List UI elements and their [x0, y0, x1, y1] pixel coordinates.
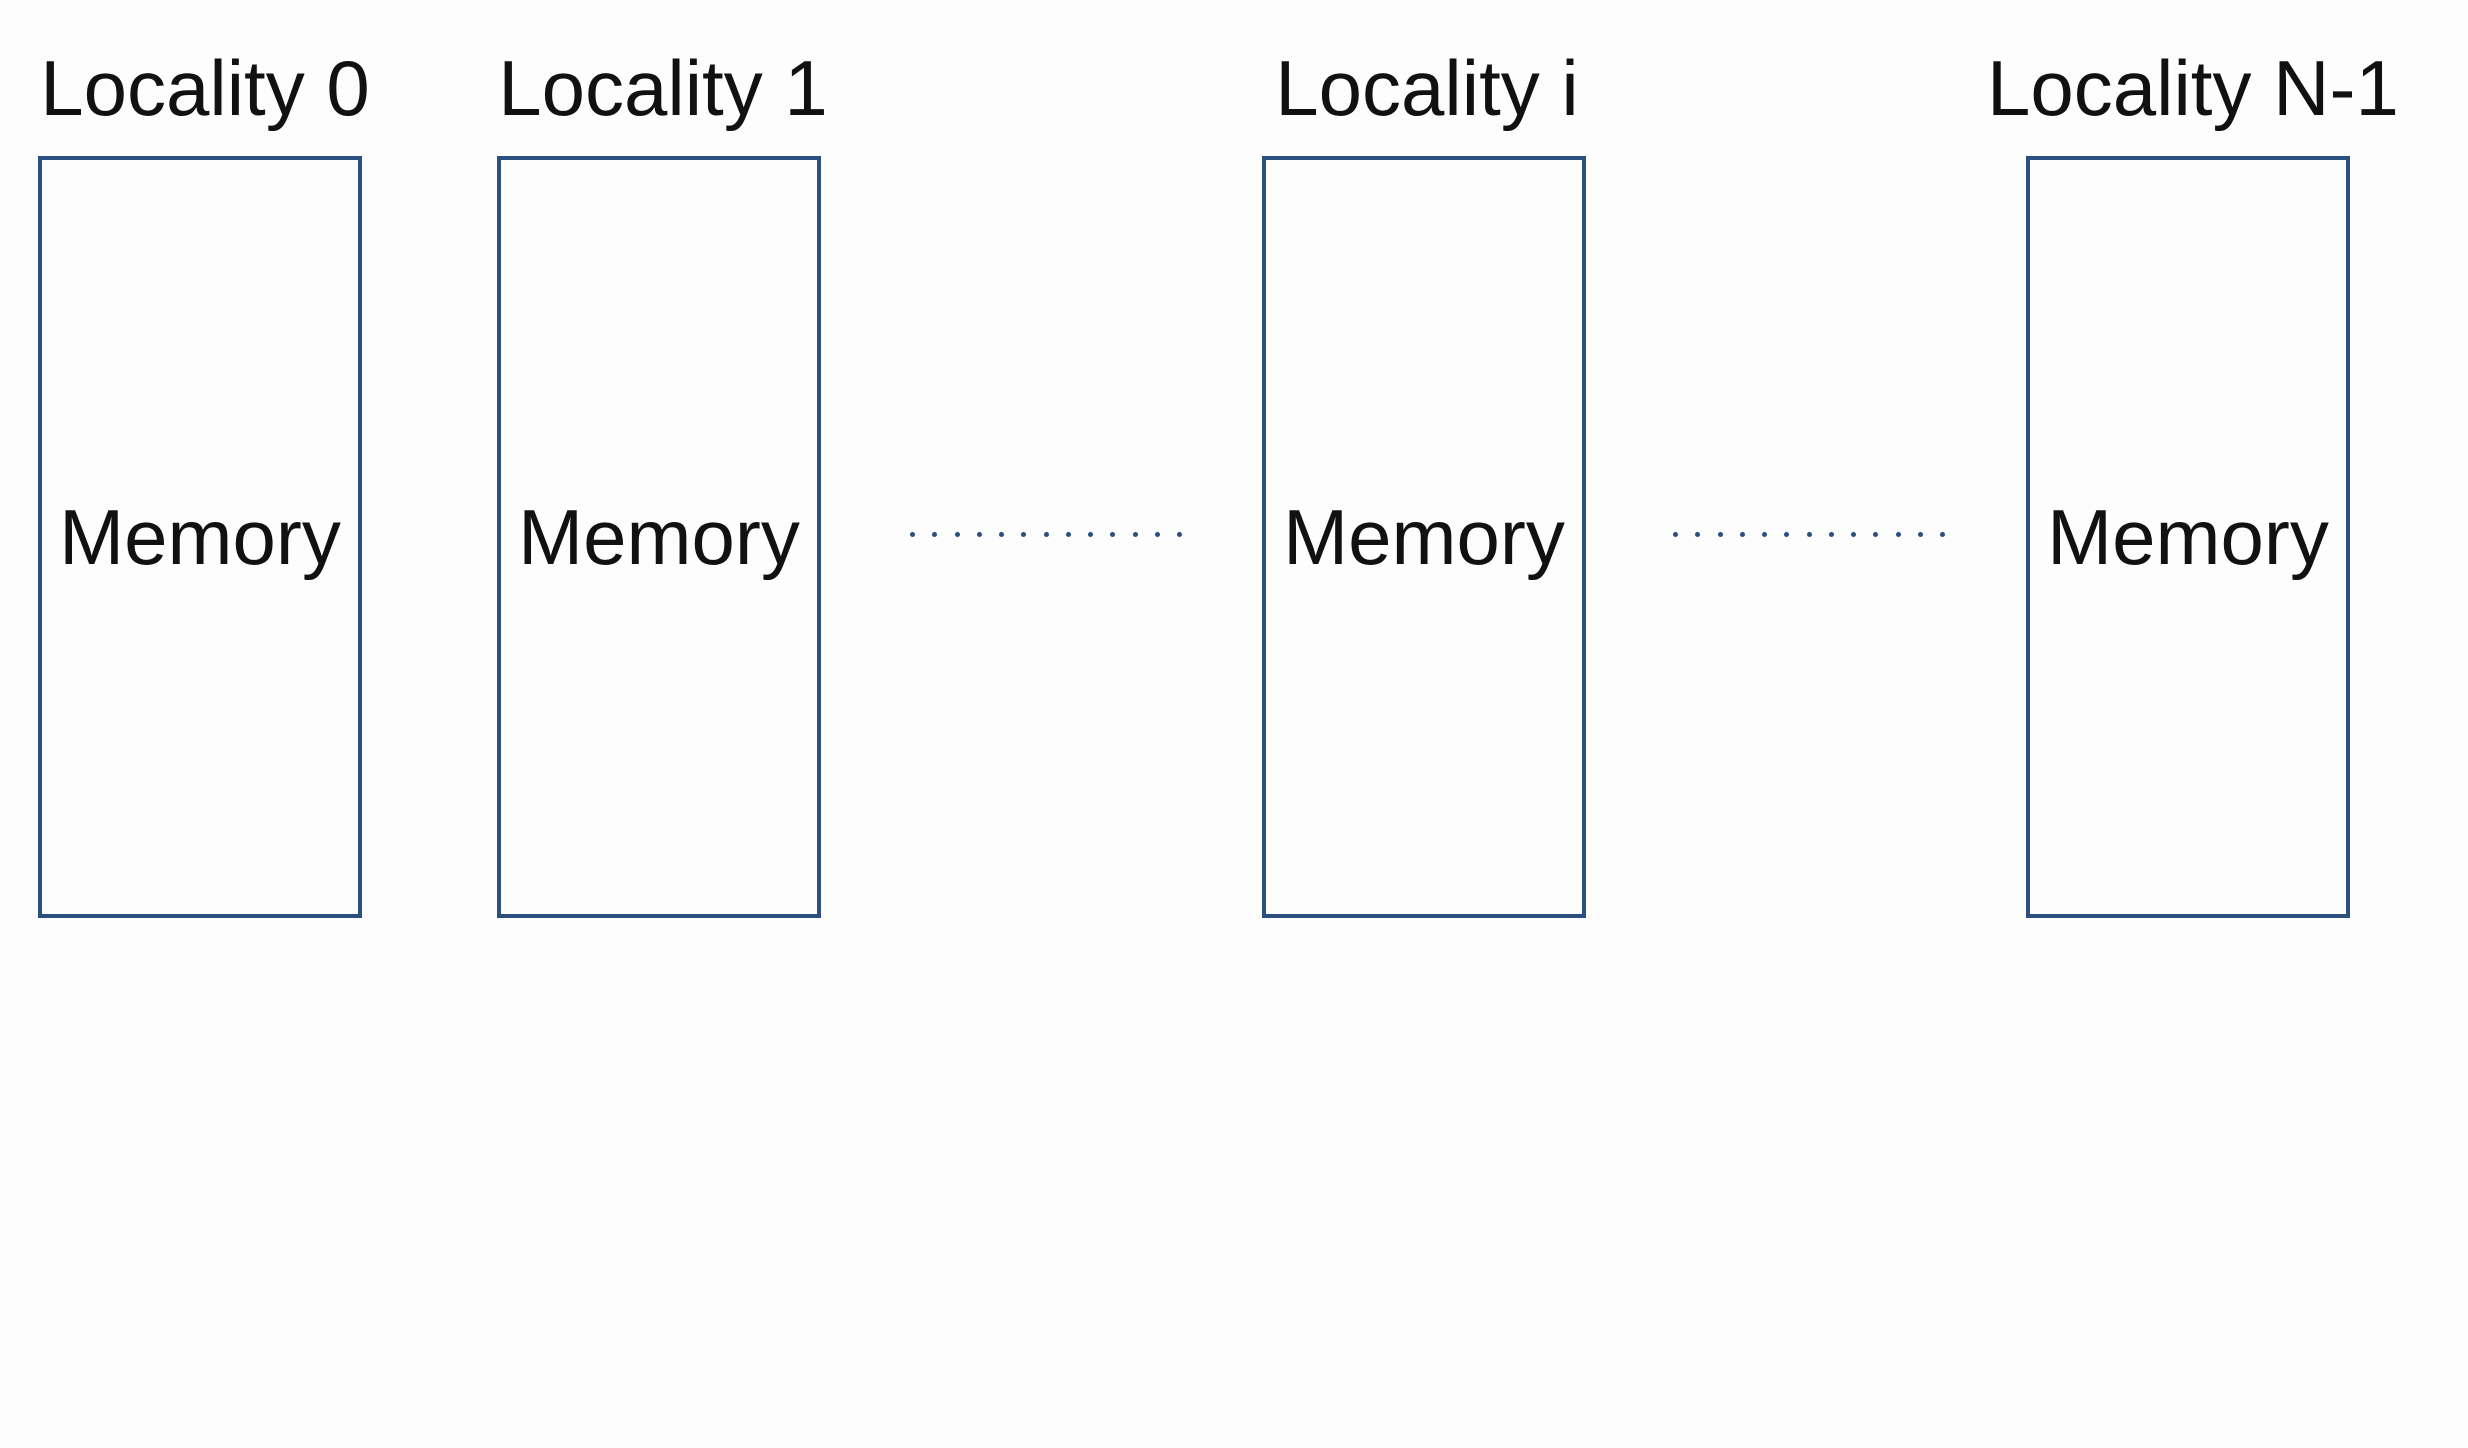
ellipsis-dot: [1673, 531, 1678, 537]
locality-1-memory-label: Memory: [518, 492, 800, 581]
ellipsis-dot: [1806, 531, 1812, 537]
locality-0-label: Locality 0: [40, 44, 370, 132]
ellipsis-dot: [1895, 531, 1901, 537]
ellipsis-dot: [1828, 531, 1834, 537]
ellipsis-dot: [1043, 531, 1049, 537]
locality-1-memory-box: Memory: [497, 156, 821, 918]
locality-i-label: Locality i: [1275, 44, 1579, 132]
ellipsis-dot: [1784, 531, 1790, 537]
ellipsis-dot: [1940, 531, 1945, 537]
ellipsis-dot: [1873, 531, 1879, 537]
ellipsis-dot: [1177, 531, 1182, 537]
locality-i-memory-label: Memory: [1283, 492, 1565, 581]
ellipsis-dot: [954, 531, 960, 537]
ellipsis-connector-left: [910, 530, 1182, 538]
locality-1-label: Locality 1: [498, 44, 828, 132]
locality-0-memory-label: Memory: [59, 492, 341, 581]
ellipsis-dot: [910, 531, 915, 537]
ellipsis-dot: [1739, 531, 1745, 537]
ellipsis-dot: [1021, 531, 1027, 537]
ellipsis-dot: [1917, 531, 1923, 537]
ellipsis-dot: [1065, 531, 1071, 537]
ellipsis-dot: [1110, 531, 1116, 537]
locality-n-minus-1-memory-box: Memory: [2026, 156, 2350, 918]
ellipsis-dot: [1851, 531, 1856, 537]
ellipsis-dot: [976, 531, 982, 537]
ellipsis-dot: [932, 531, 938, 537]
ellipsis-dot: [1717, 531, 1723, 537]
ellipsis-dot: [1695, 531, 1701, 537]
locality-n-minus-1-memory-label: Memory: [2047, 492, 2329, 581]
locality-n-minus-1-label: Locality N-1: [1987, 44, 2399, 132]
ellipsis-dot: [1088, 531, 1093, 537]
ellipsis-dot: [1762, 531, 1767, 537]
ellipsis-dot: [1132, 531, 1138, 537]
locality-i-memory-box: Memory: [1262, 156, 1586, 918]
locality-0-memory-box: Memory: [38, 156, 362, 918]
ellipsis-dot: [1154, 531, 1160, 537]
ellipsis-dot: [999, 531, 1004, 537]
ellipsis-connector-right: [1673, 530, 1945, 538]
